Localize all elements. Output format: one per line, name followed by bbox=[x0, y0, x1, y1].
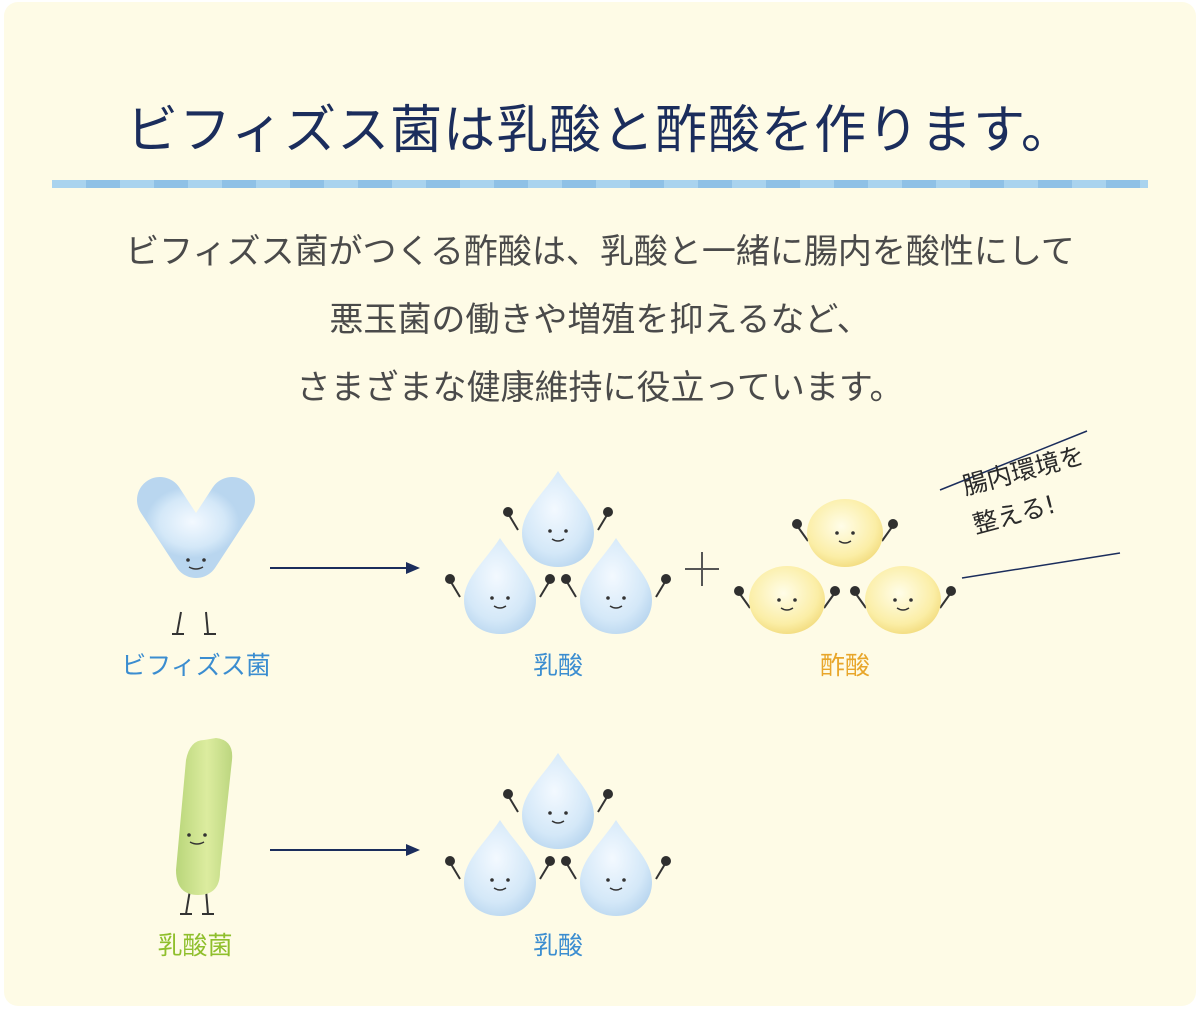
acetic-acid-balls-icon bbox=[733, 498, 957, 635]
description-line-3: さまざまな健康維持に役立っています。 bbox=[296, 368, 904, 408]
description-line-1: ビフィズス菌がつくる酢酸は、乳酸と一緒に腸内を酸性にして bbox=[125, 232, 1075, 272]
lactic-acid-drops-icon-2 bbox=[444, 752, 672, 917]
lactic-acid-label-2: 乳酸 bbox=[532, 931, 583, 960]
striped-divider bbox=[52, 180, 1148, 188]
arrow-right-icon bbox=[270, 562, 420, 574]
plus-icon bbox=[685, 552, 719, 586]
description-line-2: 悪玉菌の働きや増殖を抑えるなど、 bbox=[329, 300, 871, 340]
lactic-acid-label: 乳酸 bbox=[532, 651, 583, 680]
description-text: ビフィズス菌がつくる酢酸は、乳酸と一緒に腸内を酸性にして 悪玉菌の働きや増殖を抑… bbox=[0, 218, 1200, 422]
lactobacillus-icon bbox=[176, 738, 233, 915]
callout-lines bbox=[939, 430, 1121, 579]
acetic-acid-label: 酢酸 bbox=[819, 651, 870, 680]
lactic-acid-drops-icon bbox=[444, 470, 672, 635]
page-title: ビフィズス菌は乳酸と酢酸を作ります。 bbox=[126, 101, 1074, 161]
lactobacillus-label: 乳酸菌 bbox=[157, 931, 233, 960]
arrow-right-icon-2 bbox=[270, 844, 420, 856]
bifidobacterium-label: ビフィズス菌 bbox=[121, 651, 271, 680]
bifidobacterium-icon bbox=[137, 477, 255, 635]
